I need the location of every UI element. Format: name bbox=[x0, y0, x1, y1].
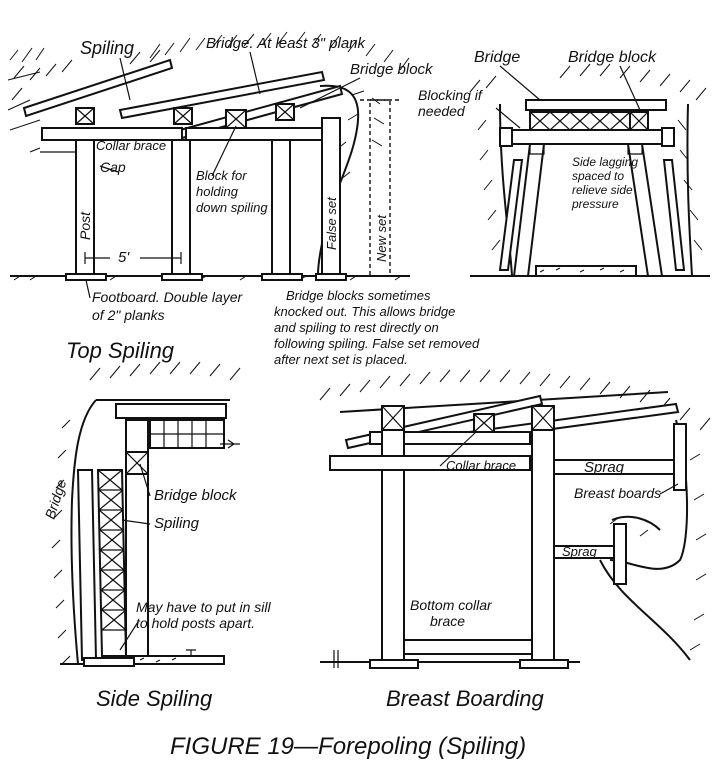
label-blocking-1: Blocking if bbox=[418, 87, 484, 103]
side-spiling-drawing bbox=[51, 361, 241, 667]
side-cap bbox=[115, 403, 227, 419]
leader-lines bbox=[85, 51, 679, 651]
label-footboard-2: of 2" planks bbox=[92, 307, 165, 323]
label-block-holding-2: holding bbox=[196, 184, 239, 199]
label-sprag-1: Sprag bbox=[584, 459, 625, 476]
cross-bridge-plank bbox=[525, 99, 667, 111]
note-line-3: and spiling to rest directly on bbox=[274, 320, 439, 335]
label-side-lagging-3: relieve side bbox=[572, 183, 633, 197]
label-cap: Cap bbox=[100, 159, 126, 175]
label-breast-boards: Breast boards bbox=[574, 485, 661, 501]
label-spiling: Spiling bbox=[80, 38, 134, 58]
breast-post-2 bbox=[531, 405, 555, 663]
label-bottom-collar-2: brace bbox=[430, 613, 465, 629]
note-line-5: after next set is placed. bbox=[274, 352, 408, 367]
label-side-lagging-2: spaced to bbox=[572, 169, 624, 183]
title-top-spiling: Top Spiling bbox=[66, 338, 175, 363]
cap-1 bbox=[41, 127, 183, 141]
breast-post-1 bbox=[381, 405, 405, 663]
label-cross-bridge: Bridge bbox=[474, 49, 520, 66]
label-sill-2: to hold posts apart. bbox=[136, 615, 255, 631]
label-footboard-1: Footboard. Double layer bbox=[92, 289, 244, 305]
breast-cap-1 bbox=[369, 431, 531, 445]
label-block-holding-1: Block for bbox=[196, 168, 247, 183]
spiling-plank-2 bbox=[118, 70, 326, 120]
breast-boards bbox=[673, 423, 687, 491]
top-spiling-drawing bbox=[7, 31, 410, 281]
post-3 bbox=[271, 139, 291, 275]
label-side-bridge: Bridge bbox=[42, 477, 70, 521]
label-collar-brace-bb: Collar brace bbox=[446, 458, 516, 473]
side-bridge-plank bbox=[76, 469, 98, 661]
label-bridge-plank: Bridge. At least 3" plank bbox=[206, 35, 367, 52]
label-bottom-collar-1: Bottom collar bbox=[410, 597, 493, 613]
label-collar-brace: Collar brace bbox=[96, 138, 166, 153]
cross-cap bbox=[511, 129, 663, 145]
note-line-4: following spiling. False set removed bbox=[274, 336, 480, 351]
label-block-holding-3: down spiling bbox=[196, 200, 268, 215]
collar-brace bbox=[329, 455, 531, 471]
bottom-collar-brace bbox=[403, 639, 533, 655]
label-post: Post bbox=[77, 211, 93, 240]
label-sprag-2: Sprag bbox=[562, 544, 597, 559]
title-side-spiling: Side Spiling bbox=[96, 686, 213, 711]
cap-2 bbox=[185, 127, 337, 141]
note-line-2: knocked out. This allows bridge bbox=[274, 304, 455, 319]
figure-caption: FIGURE 19—Forepoling (Spiling) bbox=[170, 733, 526, 760]
breast-boarding-drawing bbox=[319, 369, 711, 669]
label-side-spiling: Spiling bbox=[154, 515, 200, 532]
label-bridge-block: Bridge block bbox=[350, 61, 434, 78]
label-sill-1: May have to put in sill bbox=[136, 599, 272, 615]
label-blocking-2: needed bbox=[418, 103, 466, 119]
label-spacing: 5' bbox=[118, 249, 130, 266]
note-line-1: Bridge blocks sometimes bbox=[286, 288, 431, 303]
spiling-plank-1 bbox=[22, 58, 174, 118]
title-breast-boarding: Breast Boarding bbox=[386, 686, 545, 711]
rock-ceiling-hatching bbox=[9, 31, 410, 101]
label-cross-bridge-block: Bridge block bbox=[568, 49, 657, 66]
label-new-set: New set bbox=[374, 214, 389, 262]
label-side-lagging-4: pressure bbox=[571, 197, 619, 211]
label-side-bridge-block: Bridge block bbox=[154, 487, 238, 504]
cross-section-drawing bbox=[469, 63, 710, 277]
label-side-lagging-1: Side lagging bbox=[572, 155, 638, 169]
label-false-set: False set bbox=[324, 196, 339, 250]
side-spiling-boards bbox=[96, 469, 128, 657]
